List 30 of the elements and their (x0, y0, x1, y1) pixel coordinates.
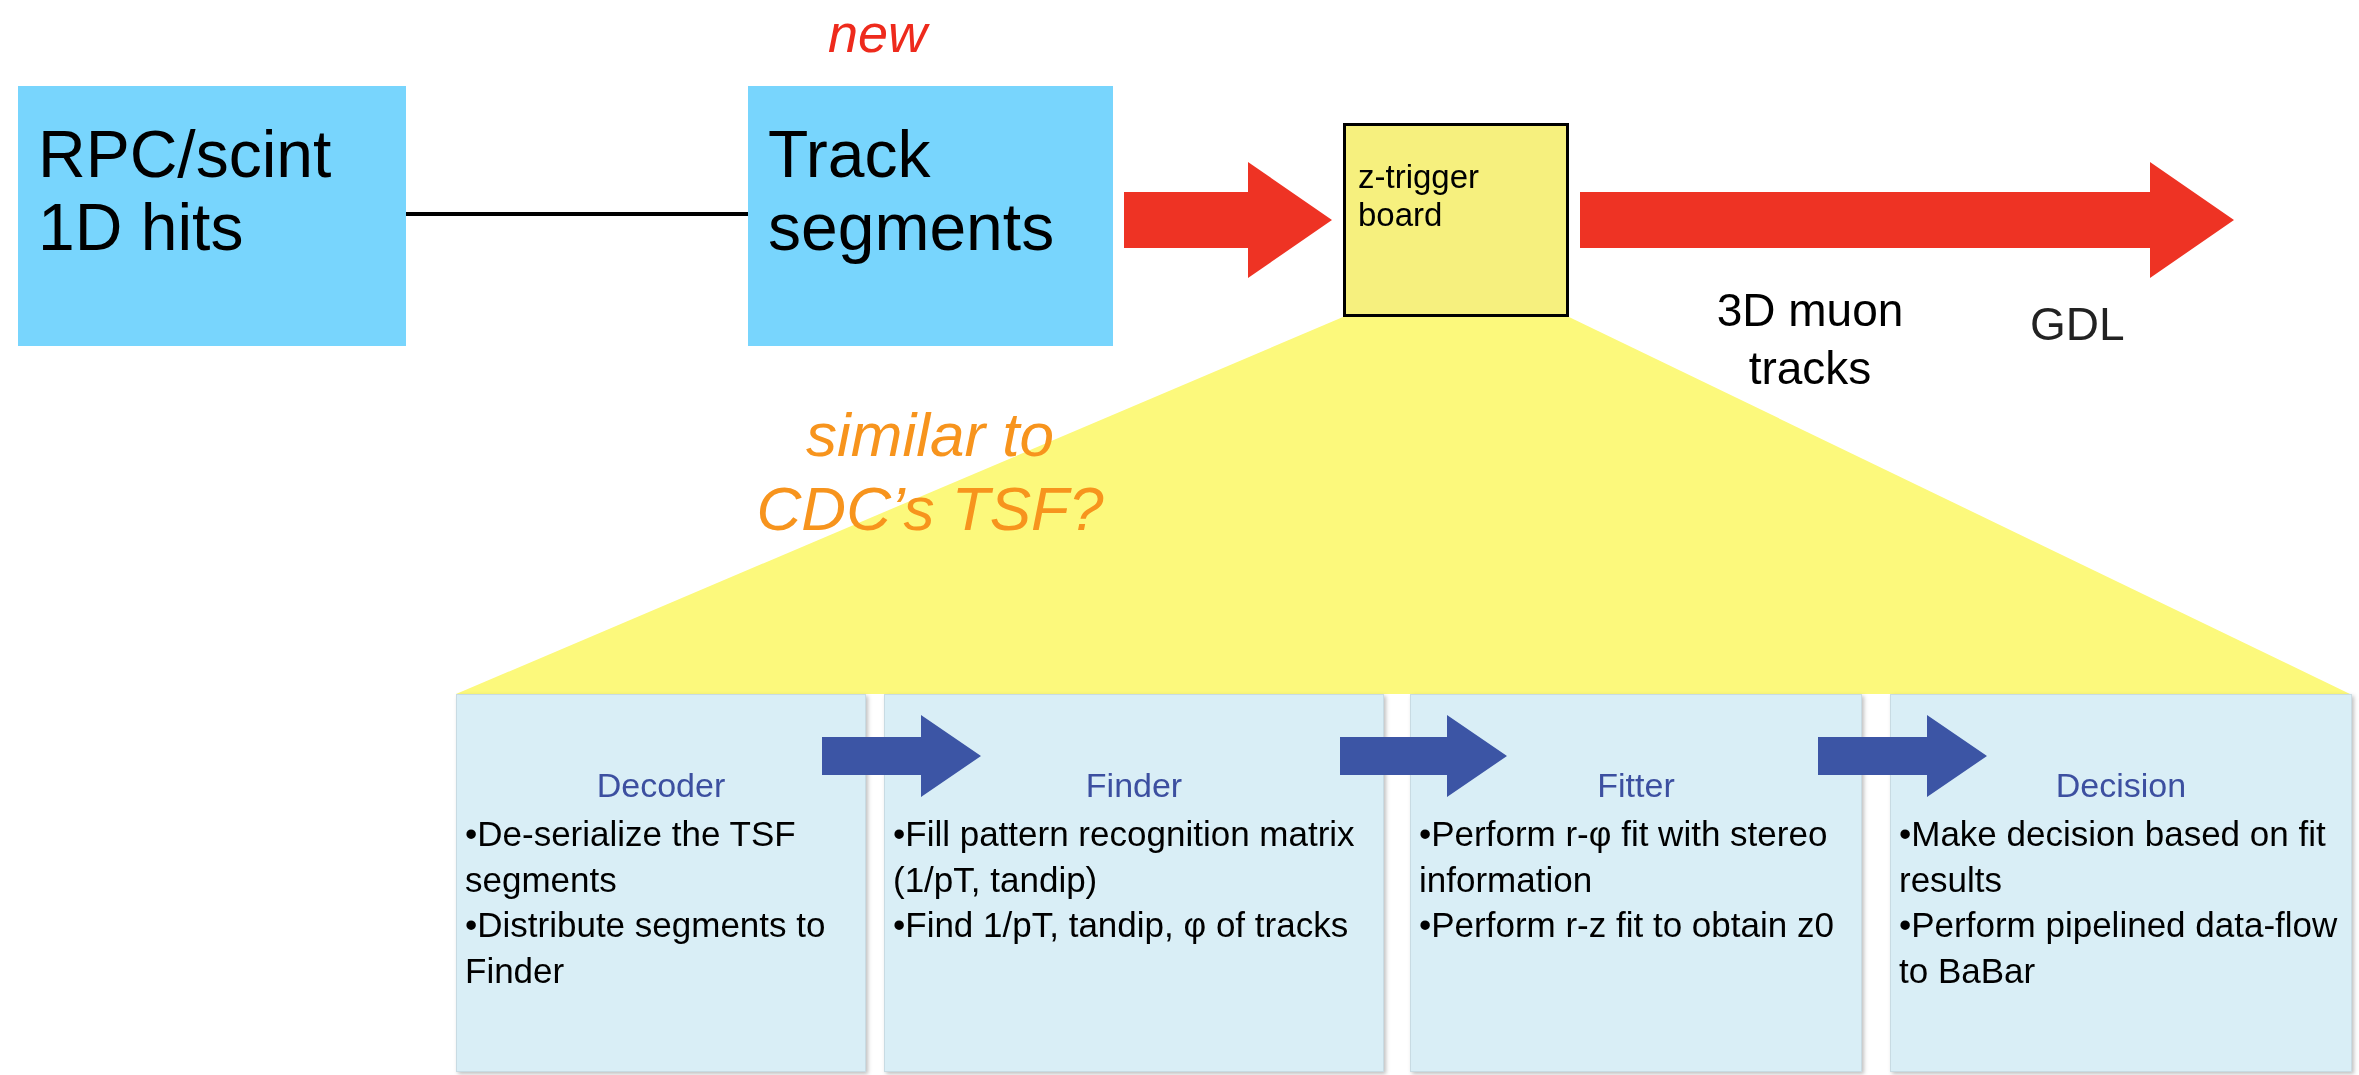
connector-line (406, 212, 748, 216)
note-label: new (828, 4, 928, 64)
stage-heading: Fitter (1596, 765, 1676, 806)
bullet-text: •Perform r-z fit to obtain z0 (1419, 904, 1835, 947)
destination-label: GDL (2030, 297, 2125, 352)
box-label: RPC/scint 1D hits (38, 118, 333, 264)
output-label: 3D muon tracks (1715, 283, 1905, 396)
stage-heading: Decoder (595, 765, 727, 806)
block-arrow (1818, 715, 1987, 797)
process-box (18, 86, 406, 346)
bullet-text: •Find 1/pT, tandip, φ of tracks (893, 904, 1350, 947)
stage-panel (1410, 694, 1862, 1072)
trigger-board-box (1343, 123, 1569, 317)
stage-panel (456, 694, 866, 1072)
bullet-text: •Perform pipelined data-flow to BaBar (1899, 904, 2339, 992)
bullet-text: •Perform r-φ fit with stereo information (1419, 813, 1829, 901)
box-label: Track segments (768, 118, 1056, 264)
stage-panel (1890, 694, 2352, 1072)
block-arrow (1580, 162, 2234, 278)
bullet-text: •De-serialize the TSF segments (465, 813, 797, 901)
bullet-text: •Make decision based on fit results (1899, 813, 2327, 901)
block-arrow (1124, 162, 1332, 278)
stage-heading: Decision (2054, 765, 2188, 806)
bullet-text: •Fill pattern recognition matrix (1/pT, tandip) (893, 813, 1356, 901)
bullet-text: •Distribute segments to Finder (465, 904, 827, 992)
block-arrow (1340, 715, 1507, 797)
box-label: z-trigger board (1358, 158, 1481, 234)
stage-panel (884, 694, 1384, 1072)
block-arrow (822, 715, 981, 797)
stage-heading: Finder (1084, 765, 1184, 806)
